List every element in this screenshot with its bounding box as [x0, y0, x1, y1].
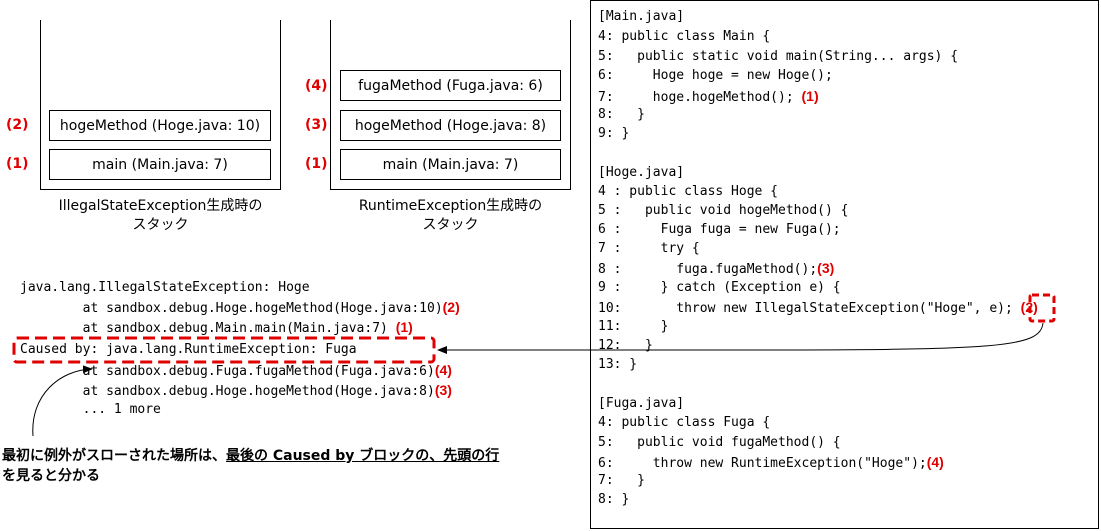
frame-label: main (Main.java: 7) [382, 156, 519, 173]
trace-line: java.lang.IllegalStateException: Hoge [20, 280, 310, 295]
trace-marker: (2) [442, 299, 460, 315]
caused-by-line: Caused by: java.lang.RuntimeException: F… [20, 342, 357, 357]
caption-line: RuntimeException生成時の [358, 198, 543, 214]
cause-link-arrow [437, 322, 1044, 354]
stack-marker: (4) [305, 78, 328, 94]
code-line: 9: } [598, 126, 629, 141]
stack-marker: (2) [6, 117, 29, 133]
code-text: 4 : public class Hoge { [598, 184, 779, 199]
frame-label: hogeMethod (Hoge.java: 8) [354, 117, 547, 134]
code-text: 7 : try { [598, 241, 700, 256]
trace-text: at sandbox.debug.Main.main(Main.java:7) [20, 321, 388, 336]
trace-text: Caused by: java.lang.RuntimeException: F… [20, 342, 357, 357]
code-text: 8: } [598, 107, 645, 122]
stack-frame-main: main (Main.java: 7) [49, 149, 271, 180]
code-text: 7: hoge.hogeMethod(); [598, 90, 794, 105]
caption-line: スタック [422, 217, 479, 233]
trace-text: ... 1 more [20, 402, 161, 417]
code-text: 5: public static void main(String... arg… [598, 49, 959, 64]
trace-text: java.lang.IllegalStateException: Hoge [20, 280, 310, 295]
trace-text: at sandbox.debug.Hoge.hogeMethod(Hoge.ja… [20, 384, 435, 399]
trace-line: at sandbox.debug.Main.main(Main.java:7) … [20, 319, 413, 336]
frame-label: fugaMethod (Fuga.java: 6) [358, 77, 543, 94]
code-line: 5: public static void main(String... arg… [598, 49, 958, 64]
code-line: 5 : public void hogeMethod() { [598, 203, 848, 218]
code-text: 6: Hoge hoge = new Hoge(); [598, 68, 833, 83]
code-text: 13: } [598, 357, 638, 372]
note-pointer-arrow [32, 365, 93, 437]
runtime-stack-container [330, 20, 571, 190]
trace-marker: (4) [434, 362, 452, 378]
stack-frame-fugamethod: fugaMethod (Fuga.java: 6) [340, 70, 561, 101]
illegal-state-stack-caption: IllegalStateException生成時の スタック [40, 197, 281, 235]
code-text: 6: throw new RuntimeException("Hoge"); [598, 456, 927, 471]
code-line: 4 : public class Hoge { [598, 184, 778, 199]
stack-frame-hogemethod: hogeMethod (Hoge.java: 8) [340, 110, 561, 141]
code-marker: (1) [801, 88, 819, 104]
stack-frame-hogemethod: hogeMethod (Hoge.java: 10) [49, 110, 271, 141]
explanation-note: 最初に例外がスローされた場所は、最後の Caused by ブロックの、先頭の行… [2, 446, 582, 486]
code-text: 11: } [598, 319, 669, 334]
stack-marker: (1) [6, 156, 29, 172]
code-line: 11: } [598, 319, 668, 334]
note-text: 最初に例外がスローされた場所は、 [2, 448, 226, 464]
code-line: 6: Hoge hoge = new Hoge(); [598, 68, 833, 83]
code-line: 12: } [598, 338, 653, 353]
caused-by-highlight [12, 336, 436, 364]
code-text: 4: public class Main { [598, 29, 771, 44]
file-header-fuga: [Fuga.java] [598, 396, 685, 411]
code-line: 13: } [598, 357, 637, 372]
code-text: 8: } [598, 492, 630, 507]
trace-line: at sandbox.debug.Hoge.hogeMethod(Hoge.ja… [20, 299, 460, 316]
code-marker: (4) [926, 454, 944, 470]
code-line: 9 : } catch (Exception e) { [598, 280, 841, 295]
code-marker: (3) [817, 260, 835, 276]
code-line: 6: throw new RuntimeException("Hoge");(4… [598, 454, 944, 471]
trace-line: ... 1 more [20, 402, 161, 417]
illegal-state-stack-container [40, 20, 281, 190]
code-line: 8: } [598, 107, 645, 122]
code-line: 7: } [598, 473, 645, 488]
code-line: 7 : try { [598, 241, 700, 256]
stack-frame-main: main (Main.java: 7) [340, 149, 561, 180]
frame-label: main (Main.java: 7) [92, 156, 228, 173]
trace-marker: (1) [395, 319, 413, 335]
trace-marker: (3) [434, 382, 452, 398]
code-line: 4: public class Fuga { [598, 415, 770, 430]
note-underlined: 最後の Caused by ブロックの、先頭の行 [226, 448, 500, 464]
code-text: 10: throw new IllegalStateException("Hog… [598, 301, 1013, 316]
code-line: 7: hoge.hogeMethod(); (1) [598, 88, 819, 105]
code-text: 9 : } catch (Exception e) { [598, 280, 841, 295]
code-line: 10: throw new IllegalStateException("Hog… [598, 299, 1038, 316]
frame-label: hogeMethod (Hoge.java: 10) [59, 117, 261, 134]
code-text: 6 : Fuga fuga = new Fuga(); [598, 222, 841, 237]
code-line: 8: } [598, 492, 629, 507]
code-line: 5: public void fugaMethod() { [598, 435, 841, 450]
code-text: 5: public void fugaMethod() { [598, 435, 841, 450]
code-text: 8 : fuga.fugaMethod(); [598, 262, 818, 277]
note-text: を見ると分かる [2, 468, 100, 484]
code-text: 12: } [598, 338, 653, 353]
trace-line: at sandbox.debug.Fuga.fugaMethod(Fuga.ja… [20, 362, 452, 379]
code-text: 9: } [598, 126, 630, 141]
file-header-main: [Main.java] [598, 9, 685, 24]
stack-marker: (3) [305, 117, 328, 133]
caption-line: スタック [132, 217, 189, 233]
code-line: 8 : fuga.fugaMethod();(3) [598, 260, 834, 277]
trace-text: at sandbox.debug.Hoge.hogeMethod(Hoge.ja… [20, 301, 443, 316]
code-text: 7: } [598, 473, 645, 488]
trace-line: at sandbox.debug.Hoge.hogeMethod(Hoge.ja… [20, 382, 452, 399]
caption-line: IllegalStateException生成時の [58, 198, 263, 214]
code-text: 4: public class Fuga { [598, 415, 771, 430]
runtime-stack-caption: RuntimeException生成時の スタック [330, 197, 571, 235]
stack-marker: (1) [305, 156, 328, 172]
code-text: 5 : public void hogeMethod() { [598, 203, 849, 218]
cause-argument-highlight [1028, 293, 1056, 323]
code-line: 4: public class Main { [598, 29, 770, 44]
code-line: 6 : Fuga fuga = new Fuga(); [598, 222, 841, 237]
source-code-panel: [Main.java] 4: public class Main { 5: pu… [590, 0, 1099, 529]
file-header-hoge: [Hoge.java] [598, 165, 685, 180]
